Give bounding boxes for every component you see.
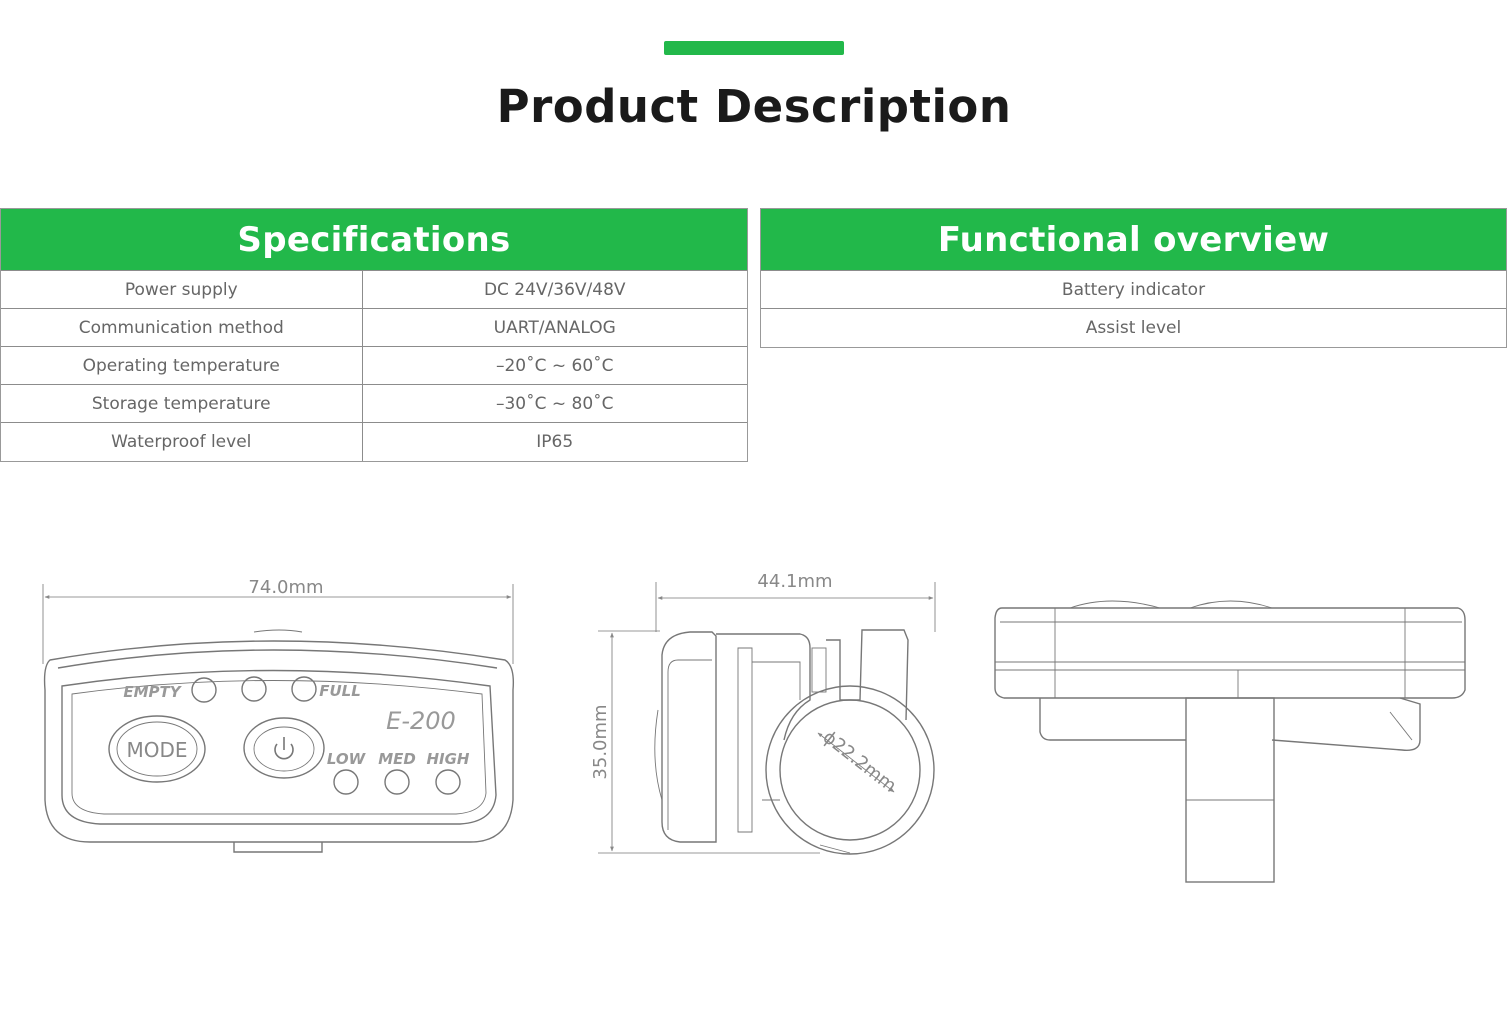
function-item: Assist level — [761, 308, 1506, 347]
table-row: Communication method UART/ANALOG — [1, 308, 747, 347]
table-row: Battery indicator — [761, 270, 1506, 309]
empty-label: EMPTY — [123, 683, 182, 701]
specifications-title: Specifications — [1, 209, 747, 270]
side-view-drawing — [598, 582, 936, 855]
table-row: Storage temperature –30˚C ~ 80˚C — [1, 384, 747, 423]
spec-value: –30˚C ~ 80˚C — [362, 384, 747, 423]
mode-button-label: MODE — [126, 738, 187, 762]
page-title: Product Description — [496, 80, 1012, 133]
functional-overview-table: Functional overview Battery indicator As… — [760, 208, 1507, 348]
table-row: Assist level — [761, 308, 1506, 347]
model-label: E-200 — [386, 707, 456, 735]
spec-label: Operating temperature — [1, 346, 363, 385]
low-label: LOW — [327, 750, 367, 768]
technical-drawings: 74.0mm EMPTY FULL E-200 MODE LOW MED HIG… — [42, 571, 1466, 883]
high-label: HIGH — [426, 750, 469, 768]
table-row: Operating temperature –20˚C ~ 60˚C — [1, 346, 747, 385]
side-height-label: 35.0mm — [590, 704, 611, 779]
spec-label: Storage temperature — [1, 384, 363, 423]
spec-value: IP65 — [362, 422, 747, 461]
side-width-label: 44.1mm — [757, 571, 832, 592]
diameter-label: ɸ22.2mm — [819, 727, 901, 797]
spec-label: Power supply — [1, 270, 363, 309]
med-label: MED — [378, 750, 416, 768]
specifications-table: Specifications Power supply DC 24V/36V/4… — [0, 208, 748, 462]
table-row: Waterproof level IP65 — [1, 422, 747, 461]
spec-value: –20˚C ~ 60˚C — [362, 346, 747, 385]
power-icon — [274, 737, 294, 760]
full-label: FULL — [319, 682, 361, 700]
spec-value: UART/ANALOG — [362, 308, 747, 347]
spec-label: Communication method — [1, 308, 363, 347]
function-item: Battery indicator — [761, 270, 1506, 309]
front-width-label: 74.0mm — [248, 577, 323, 598]
spec-label: Waterproof level — [1, 422, 363, 461]
front-view-drawing — [42, 584, 515, 853]
table-row: Power supply DC 24V/36V/48V — [1, 270, 747, 309]
accent-bar — [664, 41, 844, 55]
spec-value: DC 24V/36V/48V — [362, 270, 747, 309]
functional-overview-title: Functional overview — [761, 209, 1506, 270]
top-view-drawing — [994, 600, 1466, 883]
